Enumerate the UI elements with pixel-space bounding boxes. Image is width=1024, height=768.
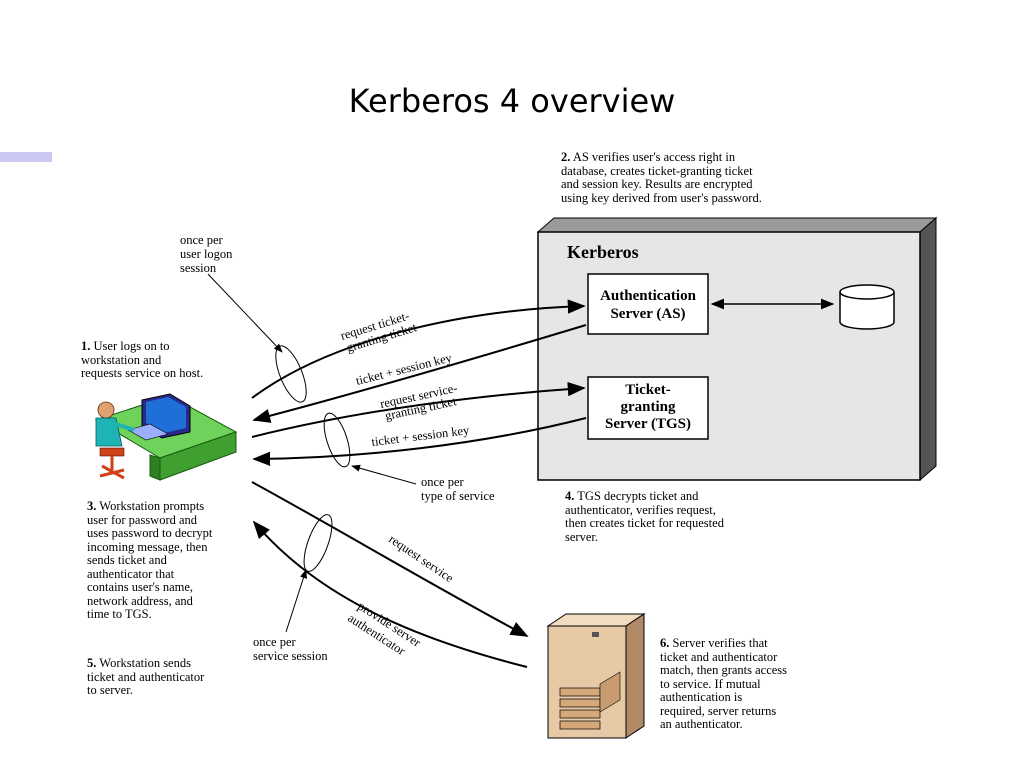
service-type-ellipse [323,412,351,468]
step-4-line-1: TGS decrypts ticket and [577,489,699,503]
as-server-box: Authentication Server (AS) [587,273,709,335]
step-6-line-5: authentication is [660,690,743,704]
step-5-line-1: Workstation sends [99,656,191,670]
step-4-line-4: server. [565,529,598,544]
tgs-label-line2: granting [620,399,676,415]
database-icon [839,284,895,330]
tgt-reply-arrow [252,324,587,423]
once-per-logon-1: once per [180,233,224,247]
step-1-line-1: User logs on to [93,339,170,353]
step-3-line-9: time to TGS. [87,607,152,621]
step-4-note: 4. TGS decrypts ticket and authenticator… [565,489,724,544]
step-5-note: 5. Workstation sends ticket and authenti… [87,656,205,698]
tgs-label-line1: Ticket- [625,382,671,398]
step-2-line-2: database, creates ticket-granting ticket [561,163,753,178]
ticket-session-key-2-label: ticket + session key [371,423,471,449]
once-per-session-2: service session [253,649,328,663]
step-3-line-1: Workstation prompts [99,499,205,513]
step-3-line-3: uses password to decrypt [87,526,213,540]
step-5-line-3: to server. [87,683,133,697]
step-6-note: 6. Server verifies that ticket and authe… [660,636,788,732]
step-3-number: 3. [87,499,97,513]
step-2-line-1: AS verifies user's access right in [572,150,736,164]
step-2-line-4: using key derived from user's password. [561,190,762,205]
step-2-line-3: and session key. Results are encrypted [561,177,753,191]
step-6-line-2: ticket and authenticator [660,649,778,664]
request-tgt-arrow [251,299,586,399]
step-6-line-4: to service. If mutual [660,676,761,691]
step-4-line-2: authenticator, verifies request, [565,502,716,517]
step-6-line-1: Server verifies that [672,636,768,650]
provide-authenticator-arrow [252,520,528,668]
as-label-line2: Server (AS) [610,306,685,322]
logon-pointer [207,273,283,353]
step-3-note: 3. Workstation prompts user for password… [87,499,213,622]
step-6-line-3: match, then grants access [660,663,788,677]
step-1-line-3: requests service on host. [81,366,204,380]
step-2-note: 2. AS verifies user's access right in da… [561,150,762,205]
service-ticket-reply-arrow [252,417,587,467]
once-per-type-2: type of service [421,489,495,503]
request-service-gt-arrow [251,381,586,438]
tgs-label-line3: Server (TGS) [605,416,691,432]
step-4-line-3: then creates ticket for requested [565,516,724,530]
step-3-line-6: authenticator that [87,566,175,581]
step-3-line-8: network address, and [87,593,193,608]
tgs-server-box: Ticket- granting Server (TGS) [587,376,709,440]
step-1-line-2: workstation and [81,352,162,367]
step-4-number: 4. [565,489,575,503]
request-service-arrow [251,481,529,637]
once-per-logon-2: user logon [180,247,233,261]
slide-title: Kerberos 4 overview [348,82,676,120]
step-6-number: 6. [660,636,670,650]
step-3-line-7: contains user's name, [87,580,194,594]
step-3-line-2: user for password and [87,512,198,527]
as-label-line1: Authentication [600,288,696,304]
kerberos-box: Kerberos [536,216,938,482]
step-3-line-4: incoming message, then [87,539,208,554]
once-per-type-1: once per [421,475,465,489]
step-5-number: 5. [87,656,97,670]
step-1-number: 1. [81,339,91,353]
kerberos-label: Kerberos [567,242,639,262]
step-6-line-6: required, server returns [660,703,777,718]
step-1-note: 1. User logs on to workstation and reque… [81,339,204,381]
step-2-number: 2. [561,150,571,164]
once-per-session-1: once per [253,635,297,649]
service-type-pointer [351,464,417,485]
service-session-pointer [285,569,307,633]
step-6-line-7: an authenticator. [660,717,743,731]
workstation-icon [94,393,238,481]
step-3-line-5: sends ticket and [87,553,167,567]
accent-bar [0,152,52,162]
step-5-line-2: ticket and authenticator [87,669,205,684]
server-icon [546,613,646,739]
service-session-ellipse [303,514,333,572]
once-per-logon-3: session [180,261,217,275]
